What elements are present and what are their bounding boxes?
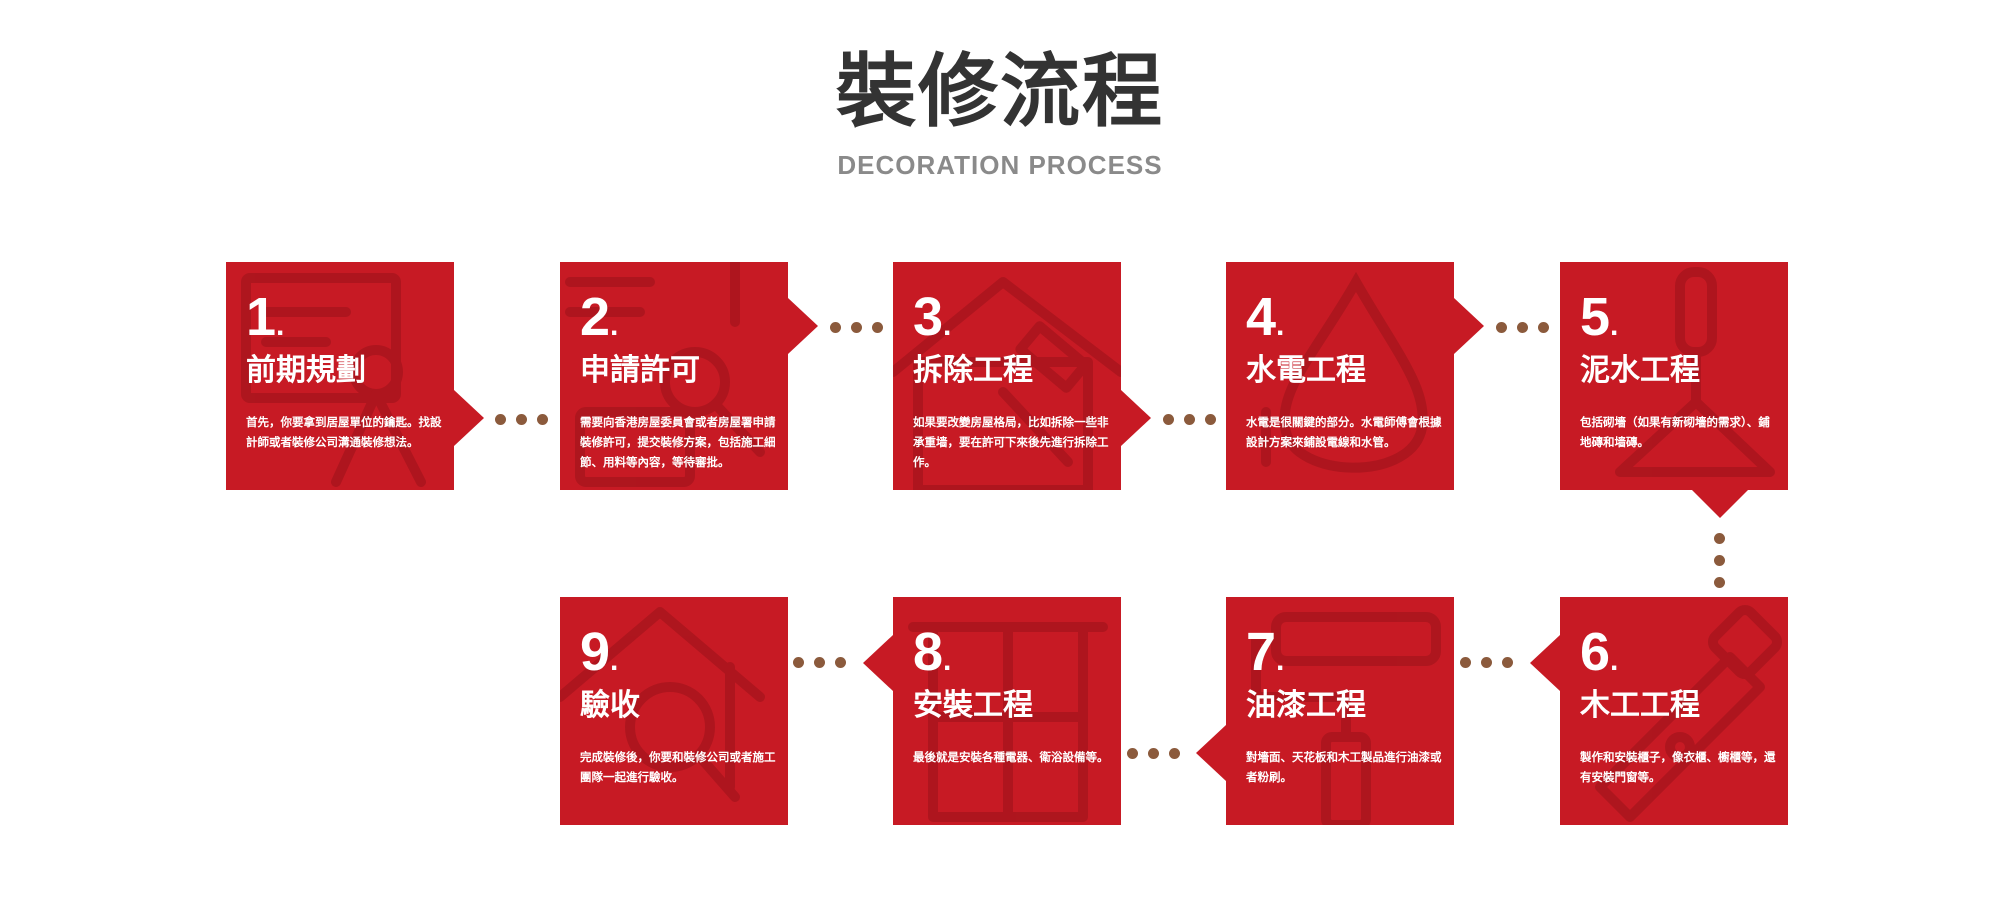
step-4-card: 4. 水電工程 水電是很關鍵的部分。水電師傅會根據設計方案來鋪設電線和水管。 — [1226, 262, 1454, 490]
connector-dot — [1169, 748, 1180, 759]
connector-dot — [1714, 577, 1725, 588]
step-1-card: 1. 前期規劃 首先，你要拿到居屋單位的鑰匙。找設計師或者裝修公司溝通裝修想法。 — [226, 262, 454, 490]
step-1-description: 首先，你要拿到居屋單位的鑰匙。找設計師或者裝修公司溝通裝修想法。 — [246, 415, 442, 449]
step-7-number: 7. — [1246, 622, 1285, 682]
page-title: 裝修流程 — [836, 45, 1164, 138]
connector-dot — [851, 322, 862, 333]
step-2-card: 2. 申請許可 需要向香港房屋委員會或者房屋署申請裝修許可，提交裝修方案，包括施… — [560, 262, 788, 490]
step-1-pointer — [454, 390, 484, 446]
step-7-pointer — [1196, 725, 1226, 781]
connector-dot — [1481, 657, 1492, 668]
step-7-description: 對墻面、天花板和木工製品進行油漆或者粉刷。 — [1246, 750, 1442, 784]
step-2-title: 申請許可 — [580, 353, 700, 388]
connector-dot — [516, 414, 527, 425]
connector-dot — [872, 322, 883, 333]
step-8-number: 8. — [913, 622, 952, 682]
connector-dot — [537, 414, 548, 425]
connector-dot — [1517, 322, 1528, 333]
step-8-description: 最後就是安裝各種電器、衛浴設備等。 — [913, 750, 1109, 764]
connector-dot — [1460, 657, 1471, 668]
step-5-number: 5. — [1580, 287, 1619, 347]
step-3-card: 3. 拆除工程 如果要改變房屋格局，比如拆除一些非承重墙，要在許可下來後先進行拆… — [893, 262, 1121, 490]
step-4-pointer — [1454, 298, 1484, 354]
step-1-title: 前期規劃 — [246, 353, 366, 388]
step-3-title: 拆除工程 — [913, 353, 1033, 388]
connector-dot — [1538, 322, 1549, 333]
connector-dot — [835, 657, 846, 668]
step-4-description: 水電是很關鍵的部分。水電師傅會根據設計方案來鋪設電線和水管。 — [1246, 415, 1442, 449]
connector-dot — [1127, 748, 1138, 759]
page-subtitle: DECORATION PROCESS — [837, 150, 1163, 180]
step-3-pointer — [1121, 390, 1151, 446]
connector-dot — [1714, 533, 1725, 544]
step-8-title: 安裝工程 — [913, 688, 1033, 723]
connector-dot — [495, 414, 506, 425]
connector-dot — [1184, 414, 1195, 425]
step-6-description: 製作和安裝櫃子，像衣櫃、櫥櫃等，還有安裝門窗等。 — [1580, 750, 1776, 784]
connector-dot — [1496, 322, 1507, 333]
step-2-number: 2. — [580, 287, 619, 347]
connector-dot — [1205, 414, 1216, 425]
connector-dot — [830, 322, 841, 333]
connector-dot — [793, 657, 804, 668]
step-3-description: 如果要改變房屋格局，比如拆除一些非承重墙，要在許可下來後先進行拆除工作。 — [913, 415, 1109, 469]
step-6-title: 木工工程 — [1580, 688, 1700, 723]
step-9-number: 9. — [580, 622, 619, 682]
step-6-number: 6. — [1580, 622, 1619, 682]
connector-dot — [814, 657, 825, 668]
connector-dot — [1163, 414, 1174, 425]
step-2-description: 需要向香港房屋委員會或者房屋署申請裝修許可，提交裝修方案，包括施工細節、用料等內… — [580, 415, 776, 469]
step-4-number: 4. — [1246, 287, 1285, 347]
step-4-title: 水電工程 — [1246, 353, 1366, 388]
step-2-pointer — [788, 298, 818, 354]
step-5-title: 泥水工程 — [1580, 353, 1700, 388]
step-5-pointer — [1690, 488, 1750, 518]
step-9-card: 9. 驗收 完成裝修後，你要和裝修公司或者施工團隊一起進行驗收。 — [560, 597, 788, 825]
step-9-title: 驗收 — [580, 688, 640, 723]
connector-dot — [1502, 657, 1513, 668]
connector-dot — [1714, 555, 1725, 566]
step-8-card: 8. 安裝工程 最後就是安裝各種電器、衛浴設備等。 — [893, 597, 1121, 825]
step-6-card: 6. 木工工程 製作和安裝櫃子，像衣櫃、櫥櫃等，還有安裝門窗等。 — [1560, 597, 1788, 825]
step-8-pointer — [863, 635, 893, 691]
step-9-description: 完成裝修後，你要和裝修公司或者施工團隊一起進行驗收。 — [580, 750, 776, 784]
step-5-card: 5. 泥水工程 包括砌墻（如果有新砌墻的需求）、鋪地磚和墙磚。 — [1560, 262, 1788, 490]
step-5-description: 包括砌墻（如果有新砌墻的需求）、鋪地磚和墙磚。 — [1580, 415, 1770, 449]
step-3-number: 3. — [913, 287, 952, 347]
step-6-pointer — [1530, 635, 1560, 691]
step-7-card: 7. 油漆工程 對墻面、天花板和木工製品進行油漆或者粉刷。 — [1226, 597, 1454, 825]
step-1-number: 1. — [246, 287, 285, 347]
connector-dot — [1148, 748, 1159, 759]
step-7-title: 油漆工程 — [1246, 688, 1366, 723]
